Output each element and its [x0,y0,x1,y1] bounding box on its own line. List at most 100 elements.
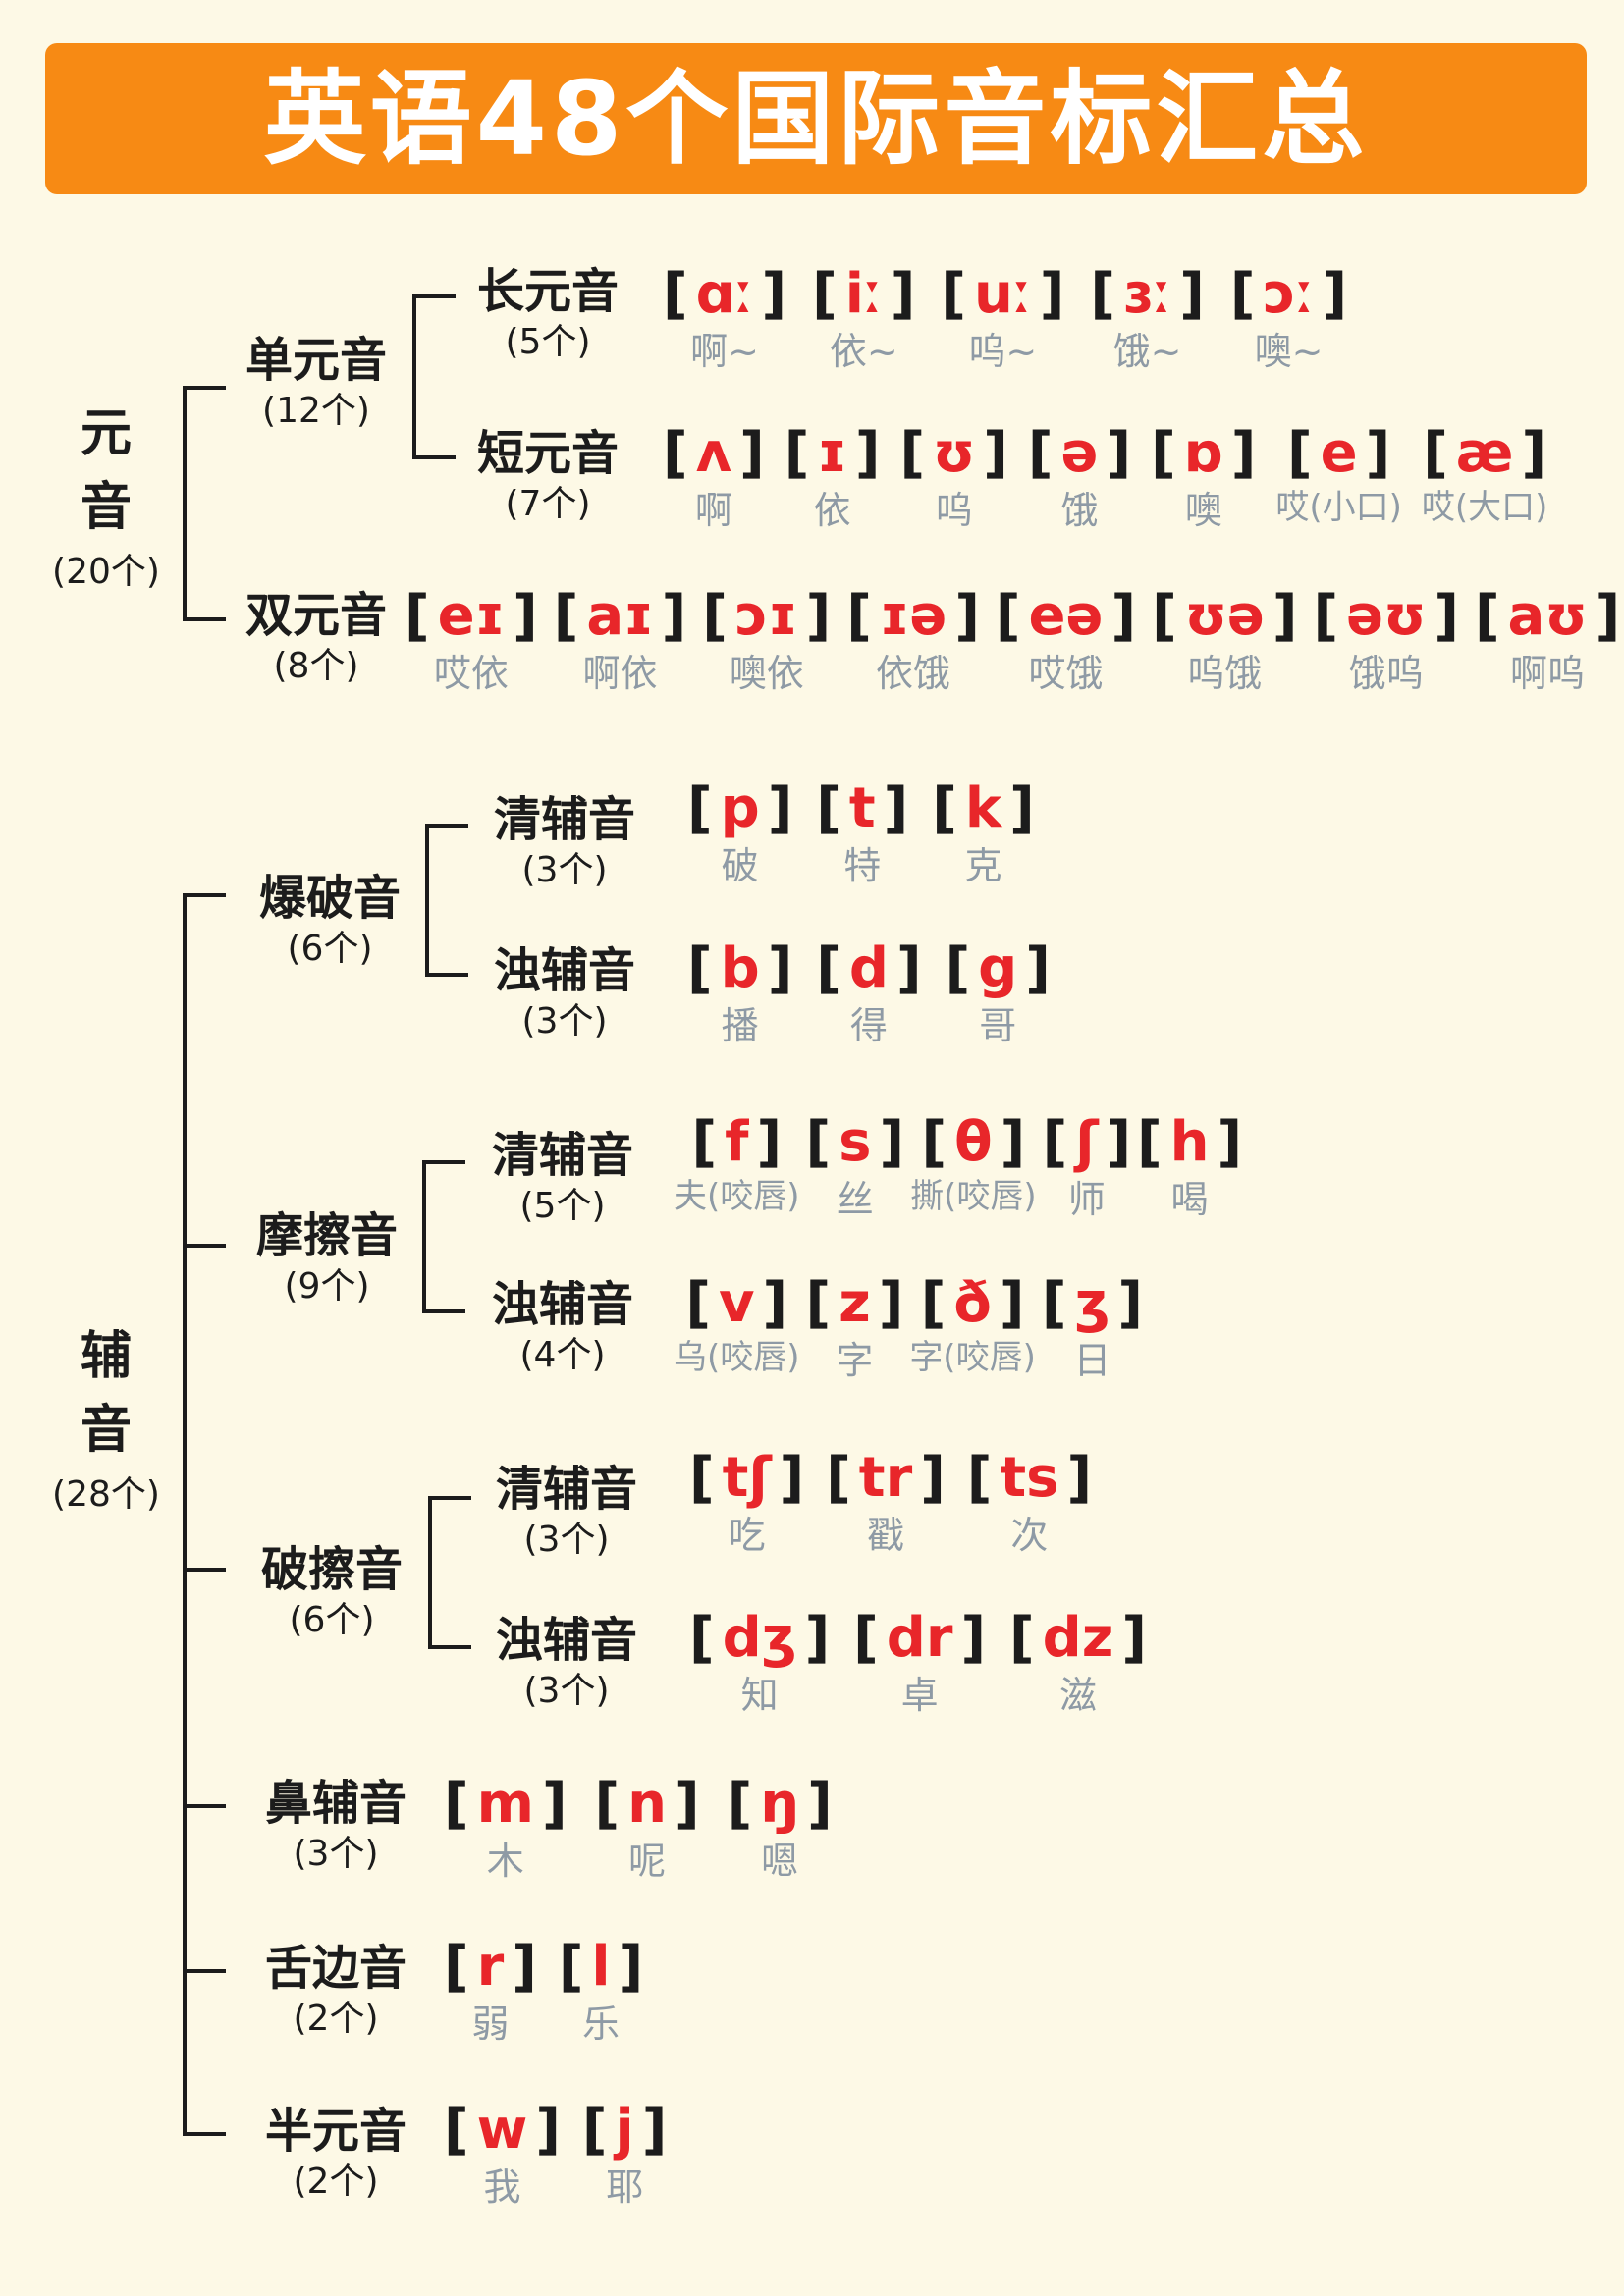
right-bracket: ] [807,1772,833,1836]
monophthong-bracket-vertical [412,294,416,459]
page-title: 英语48个国际音标汇总 [263,59,1369,179]
ipa-symbol: p [720,776,760,840]
left-bracket: [ [1042,1110,1068,1174]
ipa-symbol: ts [1000,1446,1059,1510]
left-bracket: [ [995,584,1021,648]
left-bracket: [ [846,584,872,648]
pronunciation-hint: 呜饿 [1187,652,1263,696]
right-bracket: ] [761,262,787,326]
pronunciation-hint: 乐 [582,2002,621,2047]
consonants-tick-plosives [183,893,226,897]
right-bracket: ] [920,1446,946,1510]
left-bracket: [ [405,584,430,648]
left-bracket: [ [805,1271,832,1335]
right-bracket: ] [1106,1110,1132,1174]
long-vowel-row: [ɑː]啊~[iː]依~[uː]呜~[ɜː]饿~[ɔː]噢~ [663,262,1347,379]
phoneme-symbol: [tʃ] [689,1446,804,1510]
ipa-symbol: ɪə [879,584,947,648]
ipa-symbol: ɔː [1263,262,1315,326]
long-vowel-label: 长元音 (5个) [476,264,620,363]
phoneme-cell: [ʊ]呜 [899,421,1007,538]
phoneme-cell: [dz]滋 [1009,1606,1147,1723]
right-bracket: ] [854,421,881,485]
pronunciation-hint: 啊~ [690,330,759,374]
pronunciation-hint: 丝 [836,1178,874,1222]
right-bracket: ] [1272,584,1298,648]
left-bracket: [ [663,421,688,485]
phoneme-symbol: [ɒ] [1151,421,1256,485]
ipa-symbol: ɜː [1122,262,1172,326]
ipa-symbol: ʌ [695,421,732,485]
ipa-symbol: ŋ [760,1772,800,1836]
vowels-bracket-bottom [183,617,226,621]
phoneme-cell: [θ]撕(咬唇) [910,1110,1037,1221]
pronunciation-hint: 哎依 [433,652,509,696]
phoneme-cell: [tʃ]吃 [689,1446,804,1563]
fricatives-voiced-row: [v]乌(咬唇)[z]字[ð]字(咬唇)[ʒ]日 [674,1271,1143,1388]
right-bracket: ] [1066,1446,1093,1510]
plosives-bracket-vertical [425,824,429,977]
affricates-voiced-label: 浊辅音 (3个) [495,1613,638,1712]
pronunciation-hint: 啊呜 [1510,652,1586,696]
pronunciation-hint: 播 [721,1004,759,1048]
phoneme-symbol: [ɑː] [663,262,787,326]
right-bracket: ] [762,1271,788,1335]
phoneme-cell: [m]木 [444,1772,568,1889]
phoneme-cell: [ʊə]呜饿 [1152,584,1298,701]
phoneme-symbol: [tr] [826,1446,946,1510]
left-bracket: [ [689,1606,715,1670]
left-bracket: [ [594,1772,621,1836]
plosives-bracket-bottom [425,973,468,977]
pronunciation-hint: 啊依 [582,652,658,696]
phoneme-symbol: [dz] [1009,1606,1147,1670]
pronunciation-hint: 吃 [728,1514,766,1558]
phoneme-symbol: [f] [674,1110,800,1174]
pronunciation-hint: 喝 [1170,1178,1209,1222]
phoneme-cell: [ʃ]师 [1042,1110,1132,1227]
ipa-symbol: r [476,1935,505,1999]
phoneme-cell: [n]呢 [594,1772,700,1889]
ipa-symbol: əʊ [1346,584,1427,648]
phoneme-cell: [eə]哎饿 [995,584,1136,701]
fricatives-label: 摩擦音 (9个) [255,1208,399,1308]
left-bracket: [ [1423,421,1448,485]
phoneme-symbol: [m] [444,1772,568,1836]
right-bracket: ] [1000,1110,1026,1174]
right-bracket: ] [954,584,980,648]
phoneme-symbol: [ʌ] [663,421,765,485]
ipa-symbol: ʊ [933,421,976,485]
right-bracket: ] [1434,584,1459,648]
ipa-symbol: tr [858,1446,913,1510]
phoneme-cell: [ts]次 [967,1446,1093,1563]
ipa-symbol: h [1169,1110,1210,1174]
right-bracket: ] [1521,421,1547,485]
phoneme-symbol: [ɔɪ] [702,584,831,648]
pronunciation-hint: 饿 [1060,489,1099,533]
ipa-symbol: ʊə [1184,584,1265,648]
pronunciation-hint: 哎饿 [1028,652,1104,696]
left-bracket: [ [805,1110,832,1174]
left-bracket: [ [1287,421,1313,485]
phoneme-symbol: [ɪə] [846,584,980,648]
right-bracket: ] [1039,262,1065,326]
phoneme-cell: [l]乐 [559,1935,643,2052]
right-bracket: ] [541,1772,568,1836]
consonants-count: (28个) [52,1473,160,1515]
right-bracket: ] [879,1110,905,1174]
left-bracket: [ [945,936,971,1000]
phoneme-symbol: [ð] [909,1271,1036,1335]
left-bracket: [ [826,1446,851,1510]
phoneme-cell: [ə]饿 [1028,421,1131,538]
phoneme-cell: [s]丝 [805,1110,905,1227]
consonants-char-1: 辅 [80,1327,132,1386]
phoneme-cell: [v]乌(咬唇) [674,1271,800,1382]
consonants-bracket-vertical [183,893,187,2136]
right-bracket: ] [675,1772,700,1836]
right-bracket: ] [1595,584,1621,648]
phoneme-symbol: [b] [687,936,792,1000]
nasals-row: [m]木[n]呢[ŋ]嗯 [444,1772,833,1889]
right-bracket: ] [1025,936,1051,1000]
ipa-symbol: eɪ [437,584,506,648]
pronunciation-hint: 呢 [628,1840,667,1884]
ipa-symbol: ɔɪ [734,584,798,648]
